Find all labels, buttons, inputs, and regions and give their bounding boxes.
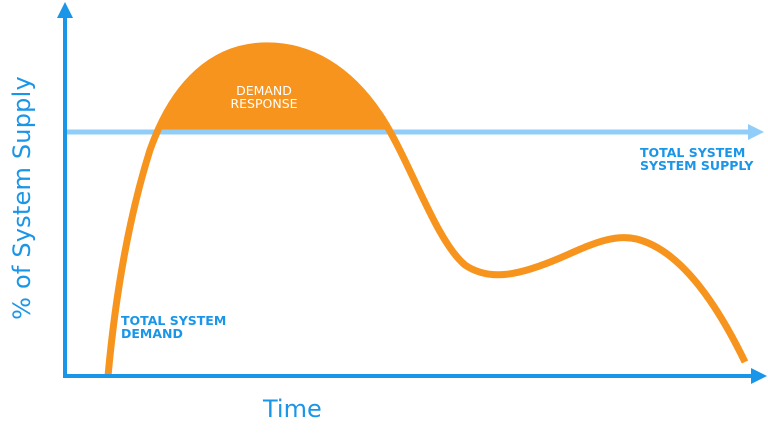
- demand-label-line2: DEMAND: [121, 326, 183, 341]
- demand-label-line1: TOTAL SYSTEM: [121, 313, 227, 328]
- supply-label: TOTAL SYSTEM SYSTEM SUPPLY: [640, 146, 753, 172]
- demand-curve: [104, 42, 749, 377]
- y-axis-label-text: % of System Supply: [8, 76, 36, 320]
- supply-label-line2: SYSTEM SUPPLY: [640, 158, 754, 173]
- supply-label-line1: TOTAL SYSTEM: [640, 145, 746, 160]
- y-axis-label: % of System Supply: [2, 0, 42, 437]
- x-axis-label: Time: [263, 395, 322, 423]
- y-axis-arrowhead-icon: [57, 2, 73, 18]
- demand-response-label: DEMAND RESPONSE: [213, 84, 315, 110]
- demand-label: TOTAL SYSTEM DEMAND: [121, 314, 226, 340]
- x-axis-arrowhead-icon: [751, 368, 767, 384]
- demand-response-label-line1: DEMAND: [236, 83, 292, 98]
- supply-arrowhead-icon: [748, 124, 764, 140]
- demand-response-label-line2: RESPONSE: [230, 96, 298, 111]
